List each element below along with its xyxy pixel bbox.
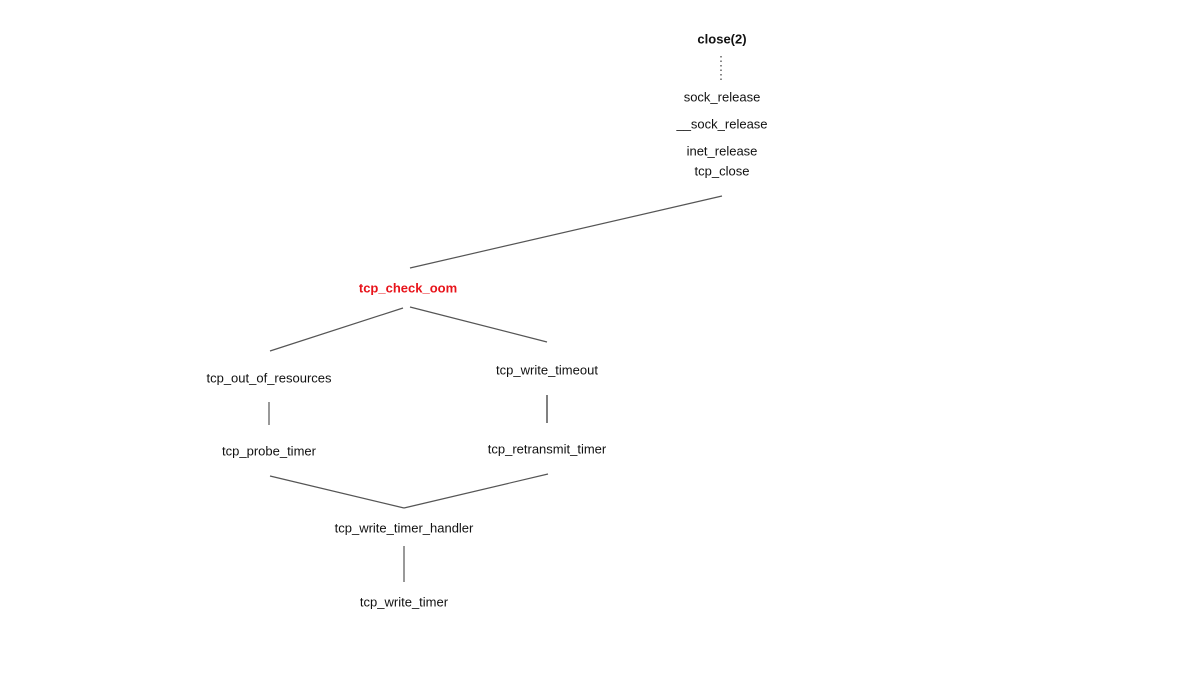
node-double-underscore-sock-release: __sock_release — [676, 116, 768, 132]
node-tcp-out-of-resources: tcp_out_of_resources — [206, 370, 332, 386]
edge-write-timeout-to-check-oom — [409, 306, 548, 343]
edge-out-of-resources-to-check-oom — [269, 307, 404, 352]
edge-tcp-close-to-tcp-check-oom — [409, 195, 723, 269]
node-tcp-write-timeout: tcp_write_timeout — [496, 362, 598, 378]
node-tcp-write-timer: tcp_write_timer — [359, 594, 449, 610]
node-close-syscall: close(2) — [697, 31, 747, 47]
node-tcp-retransmit-timer: tcp_retransmit_timer — [487, 441, 607, 457]
node-tcp-write-timer-handler: tcp_write_timer_handler — [334, 520, 474, 536]
node-sock-release: sock_release — [683, 89, 761, 105]
edge-handler-to-probe-timer — [269, 475, 405, 509]
edge-handler-to-retransmit-timer — [403, 473, 549, 509]
node-tcp-check-oom: tcp_check_oom — [358, 280, 458, 296]
node-inet-release: inet_release — [686, 143, 758, 159]
node-tcp-probe-timer: tcp_probe_timer — [222, 443, 316, 459]
node-tcp-close: tcp_close — [694, 163, 750, 179]
